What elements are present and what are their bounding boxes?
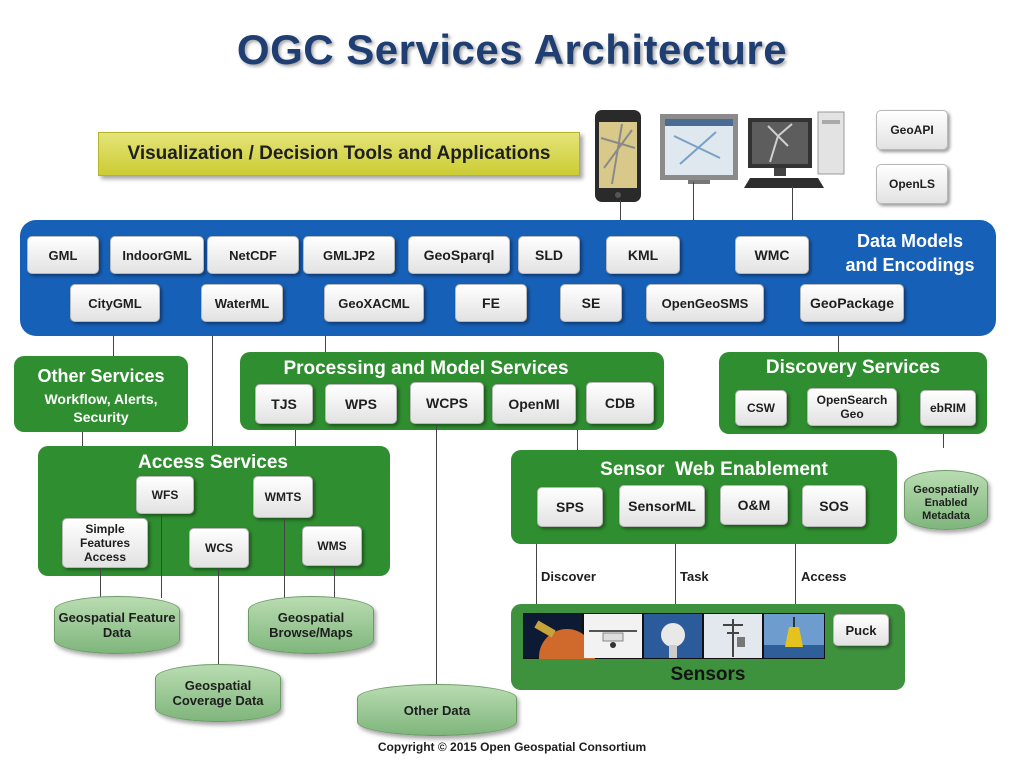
processing-tjs: TJS — [255, 384, 313, 424]
encoding-citygml: CityGML — [70, 284, 160, 322]
data-models-label-line1: Data Models — [856, 231, 964, 251]
encoding-waterml: WaterML — [201, 284, 283, 322]
encoding-sld: SLD — [518, 236, 580, 274]
processing-services-title: Processing and Model Services — [283, 358, 569, 379]
other-services-panel — [14, 356, 188, 432]
connector-line — [792, 186, 793, 222]
ocean-buoy-image — [764, 614, 824, 658]
sensors-title: Sensors — [670, 664, 746, 685]
data-models-label: Data Models and Encodings — [830, 229, 990, 277]
connector-line — [212, 336, 213, 448]
connector-line — [436, 424, 437, 684]
discovery-opensearch-geo: OpenSearch Geo — [807, 388, 897, 426]
encoding-opengeosms: OpenGeoSMS — [646, 284, 764, 322]
access-services-title: Access Services — [137, 452, 288, 473]
drone-image — [584, 614, 642, 658]
encoding-kml: KML — [606, 236, 680, 274]
connector-line — [161, 514, 162, 598]
connector-line — [82, 432, 83, 448]
processing-cdb: CDB — [586, 382, 654, 424]
access-wfs: WFS — [136, 476, 194, 514]
page-title: OGC Services Architecture — [236, 26, 788, 73]
connector-line — [943, 434, 944, 448]
encoding-geoxacml: GeoXACML — [324, 284, 424, 322]
discovery-services-title: Discovery Services — [765, 357, 941, 378]
openls-box: OpenLS — [876, 164, 948, 204]
encoding-wmc: WMC — [735, 236, 809, 274]
connector-line — [620, 200, 621, 222]
discovery-ebrim: ebRIM — [920, 390, 976, 426]
client-devices-illustration — [595, 110, 845, 202]
desktop-computer-icon — [744, 111, 845, 188]
connector-line — [838, 336, 839, 352]
feature-data-store: Geospatial Feature Data — [54, 596, 180, 654]
coverage-data-store: Geospatial Coverage Data — [155, 664, 281, 722]
puck-box: Puck — [833, 614, 889, 646]
encoding-indoorgml: IndoorGML — [110, 236, 204, 274]
sensor-images-strip — [523, 613, 825, 659]
processing-wcps: WCPS — [410, 382, 484, 424]
access-label: Access — [801, 569, 847, 584]
weather-station-image — [704, 614, 762, 658]
connector-line — [536, 544, 537, 606]
connector-line — [100, 568, 101, 598]
data-models-label-line2: and Encodings — [845, 255, 975, 275]
smartphone-icon — [595, 110, 641, 202]
processing-wps: WPS — [325, 384, 397, 424]
satellite-image — [524, 614, 595, 659]
connector-line — [325, 336, 326, 352]
visualization-tools-bar: Visualization / Decision Tools and Appli… — [98, 132, 580, 176]
task-label: Task — [680, 569, 709, 584]
connector-line — [218, 568, 219, 666]
access-wms: WMS — [302, 526, 362, 566]
sensor-web-title: Sensor Web Enablement — [600, 459, 828, 480]
swe-sos: SOS — [802, 485, 866, 527]
geospatial-metadata-store: Geospatially Enabled Metadata — [904, 470, 988, 530]
connector-line — [295, 430, 296, 446]
other-data-store: Other Data — [357, 684, 517, 736]
encoding-fe: FE — [455, 284, 527, 322]
connector-line — [284, 518, 285, 598]
copyright: Copyright © 2015 Open Geospatial Consort… — [377, 740, 647, 754]
connector-line — [113, 336, 114, 356]
discover-label: Discover — [541, 569, 596, 584]
browse-maps-store: Geospatial Browse/Maps — [248, 596, 374, 654]
encoding-se: SE — [560, 284, 622, 322]
encoding-geopackage: GeoPackage — [800, 284, 904, 322]
swe-om: O&M — [720, 485, 788, 525]
tablet-icon — [660, 114, 738, 184]
connector-line — [795, 544, 796, 606]
processing-openmi: OpenMI — [492, 384, 576, 424]
encoding-gmljp2: GMLJP2 — [303, 236, 395, 274]
connector-line — [675, 544, 676, 606]
discovery-csw: CSW — [735, 390, 787, 426]
encoding-netcdf: NetCDF — [207, 236, 299, 274]
geoapi-box: GeoAPI — [876, 110, 948, 150]
access-simple-features: Simple Features Access — [62, 518, 148, 568]
access-wmts: WMTS — [253, 476, 313, 518]
access-wcs: WCS — [189, 528, 249, 568]
connector-line — [693, 182, 694, 222]
swe-sensorml: SensorML — [619, 485, 705, 527]
other-services-subtitle: Workflow, Alerts, Security — [44, 391, 158, 425]
radome-image — [644, 614, 702, 658]
connector-line — [577, 430, 578, 450]
swe-sps: SPS — [537, 487, 603, 527]
connector-line — [334, 566, 335, 598]
encoding-geosparql: GeoSparql — [408, 236, 510, 274]
other-services-title: Other Services — [37, 366, 165, 386]
encoding-gml: GML — [27, 236, 99, 274]
